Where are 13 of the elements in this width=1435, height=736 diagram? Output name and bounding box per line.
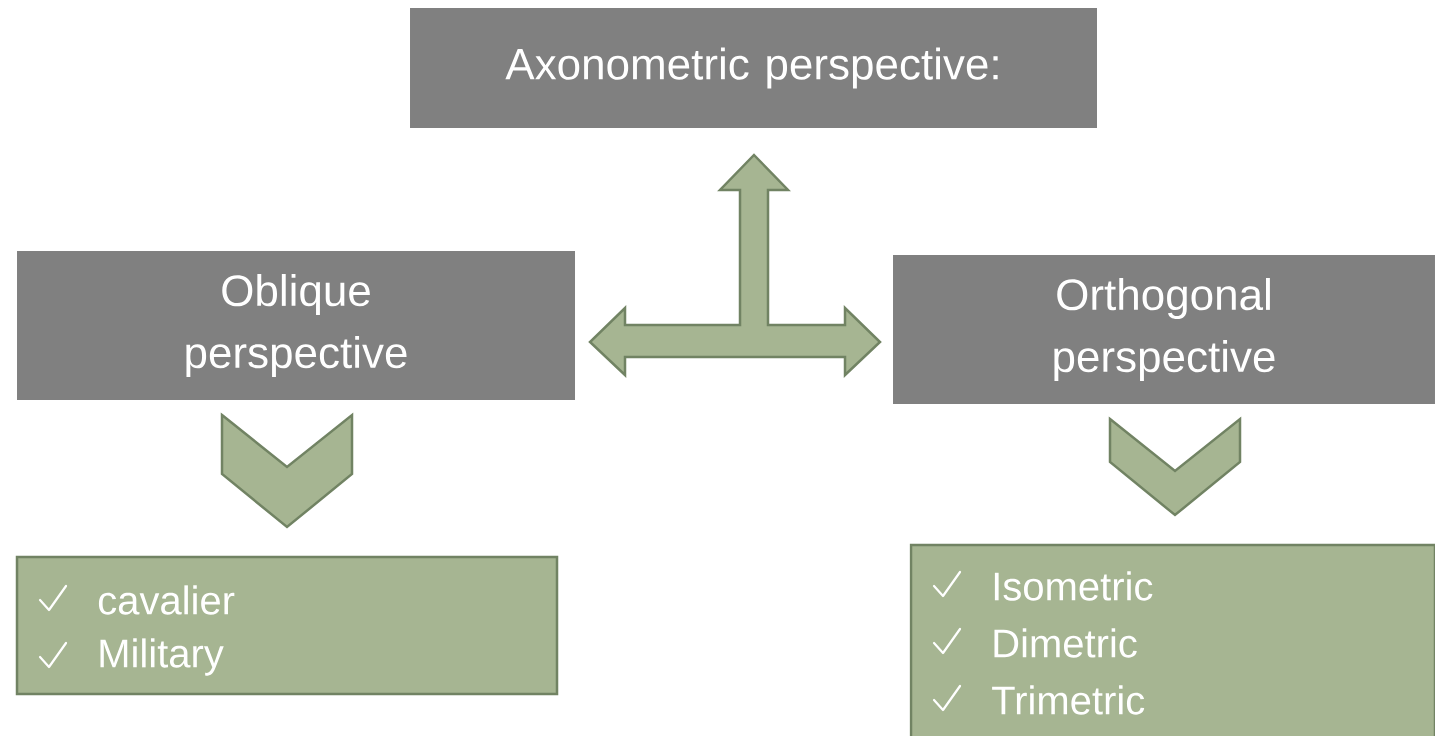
chevron-arrow [1108, 416, 1242, 517]
title-box: Axonometric perspective: [410, 8, 1097, 128]
title-box: Oblique perspective [17, 251, 575, 400]
chevron-arrow [220, 412, 354, 529]
list-item: Dimetric [994, 628, 1137, 658]
list-box [909, 543, 1435, 736]
list-item: Isometric [994, 571, 1153, 601]
list-item: Military [100, 638, 224, 676]
list-item: cavalier [98, 585, 235, 615]
title-box: Orthogonal perspective [893, 255, 1435, 404]
block-arrow [588, 153, 882, 378]
list-box [15, 555, 559, 696]
list-item: Trimetric [992, 685, 1145, 715]
